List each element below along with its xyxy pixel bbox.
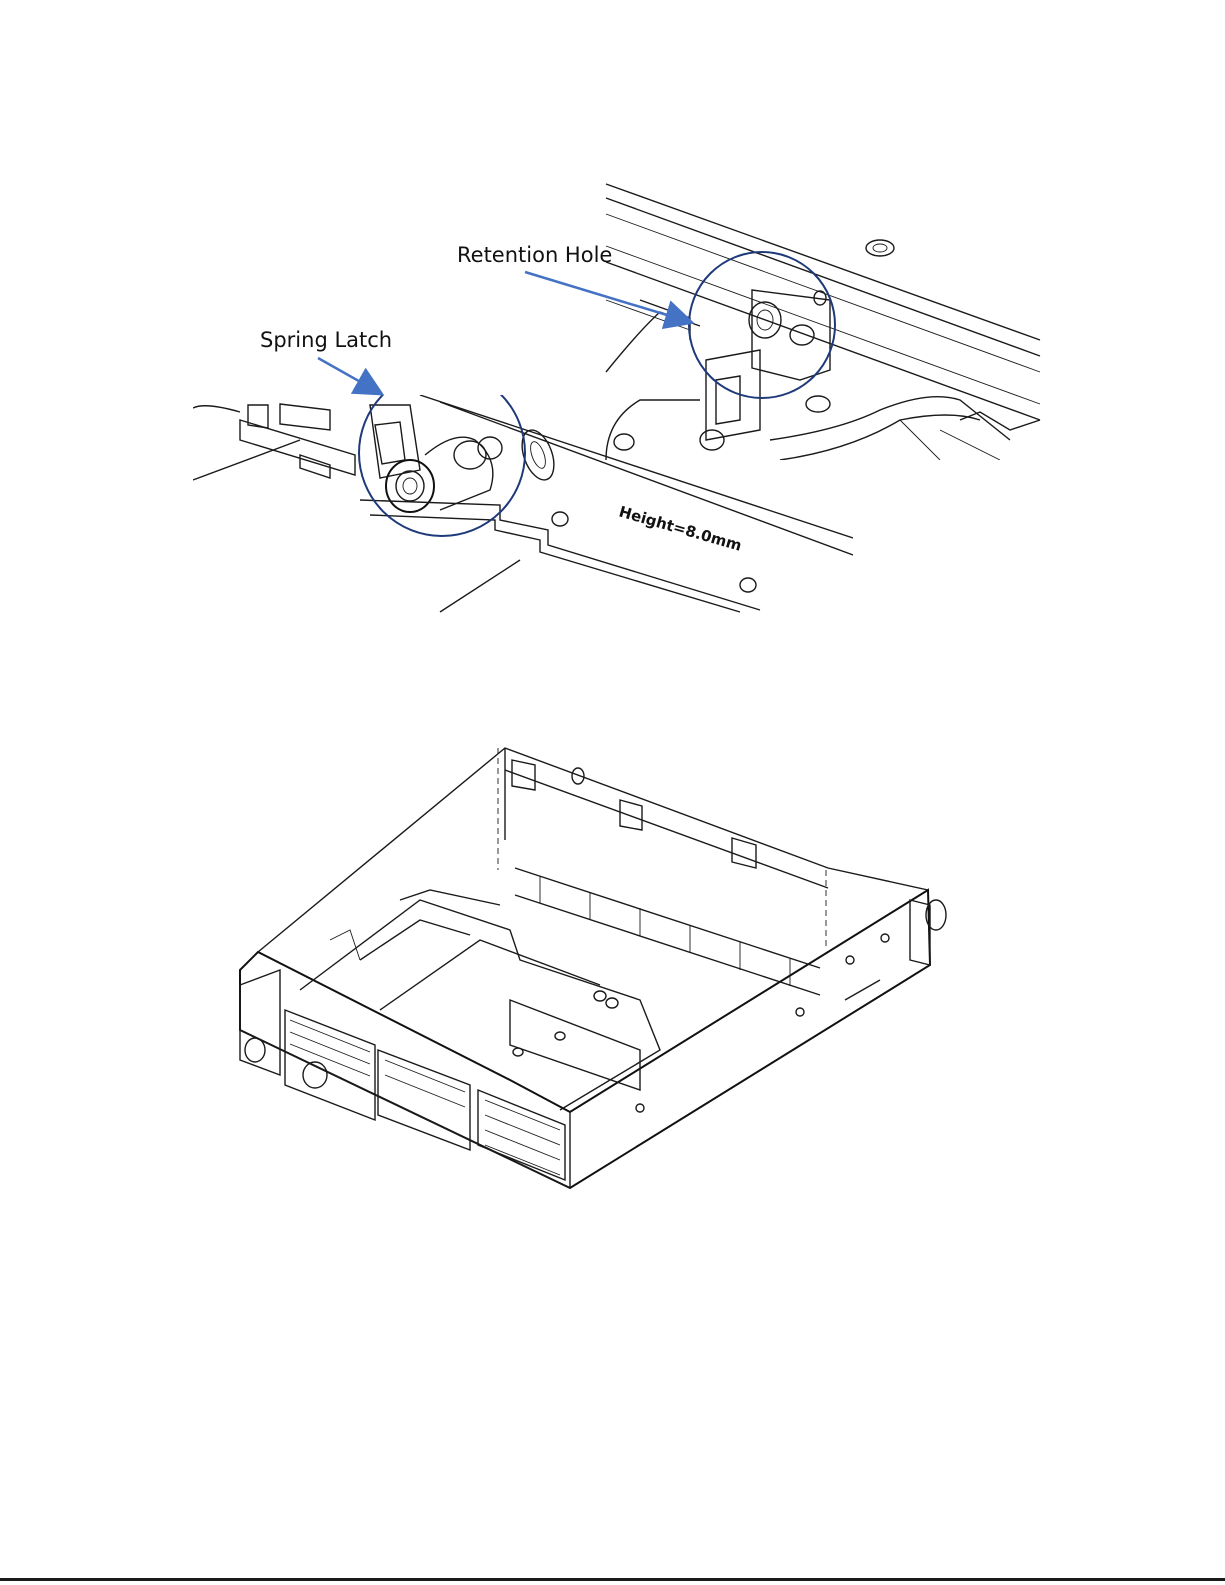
fan-row — [515, 868, 820, 995]
detail-figure: Height=8.0mm Retention Hole Spring Latch — [193, 184, 1040, 612]
retention-hole-arrow — [525, 272, 690, 322]
retention-hole-label: Retention Hole — [457, 243, 612, 267]
spring-latch-panel: Height=8.0mm — [193, 370, 853, 612]
spring-latch-arrow — [318, 358, 380, 393]
spring-latch-label: Spring Latch — [260, 328, 392, 352]
rear-io-panel — [240, 970, 565, 1180]
chassis-figure — [240, 748, 946, 1188]
page-bottom-rule — [0, 1578, 1225, 1581]
retention-hole-highlight — [689, 252, 835, 398]
retention-hole-panel — [606, 184, 1040, 460]
height-stamp: Height=8.0mm — [617, 503, 744, 555]
chassis-outline — [240, 890, 930, 1188]
